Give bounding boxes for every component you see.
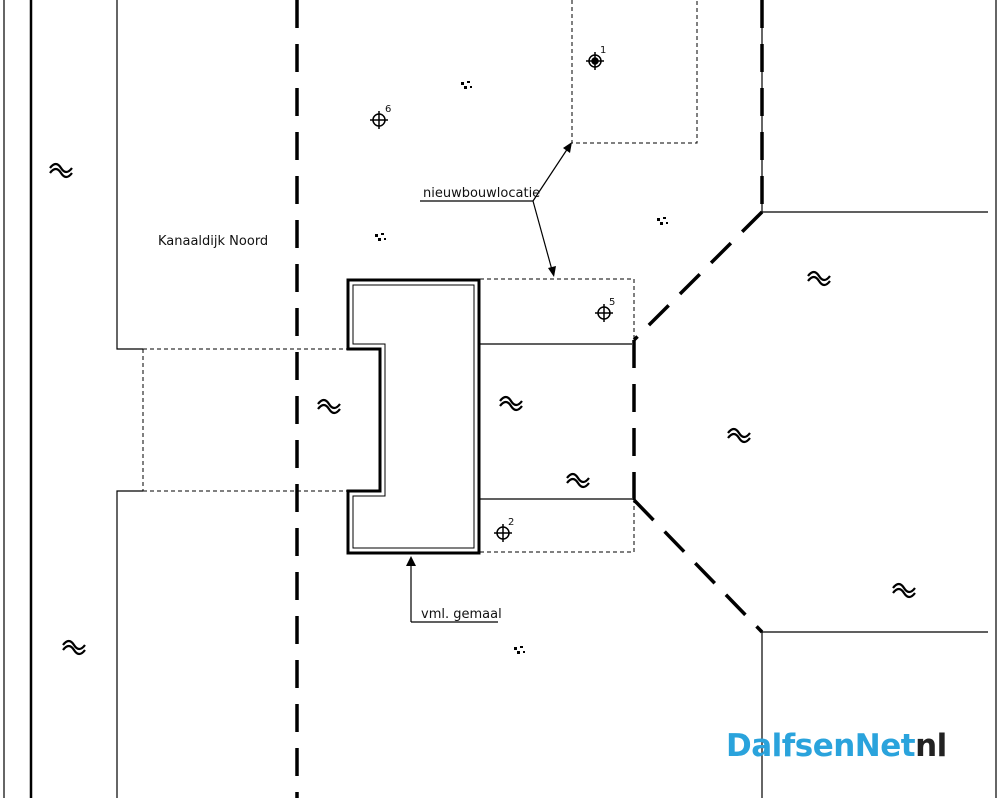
survey-point-5: 5 <box>595 297 615 322</box>
terrain-mark <box>657 217 668 225</box>
watermark-part2: nl <box>915 728 947 764</box>
watermark-part1: DalfsenNet <box>726 728 916 764</box>
water-symbol <box>62 644 86 656</box>
water-symbol <box>727 432 751 444</box>
watermark-logo: DalfsenNetnl <box>726 728 947 764</box>
water-symbol <box>892 582 916 594</box>
water-symbol <box>317 403 341 415</box>
water-symbol <box>317 398 341 410</box>
terrain-marks <box>375 81 668 654</box>
water-symbol <box>49 162 73 174</box>
water-symbol <box>49 167 73 179</box>
new-build-callout <box>420 142 572 277</box>
survey-point-label: 2 <box>508 517 514 528</box>
new-build-label: nieuwbouwlocatie <box>423 186 540 201</box>
survey-point-1: 1 <box>586 45 606 70</box>
water-symbol <box>892 587 916 599</box>
building-outline <box>346 278 481 555</box>
terrain-mark <box>514 646 525 654</box>
survey-point-6: 6 <box>370 104 391 129</box>
terrain-mark <box>375 233 386 241</box>
dashed-outlines <box>142 0 698 553</box>
water-symbol <box>566 472 590 484</box>
survey-point-label: 1 <box>600 45 606 56</box>
survey-point-2: 2 <box>494 517 514 542</box>
street-label: Kanaaldijk Noord <box>158 234 268 249</box>
water-symbols <box>49 162 916 656</box>
water-symbol <box>807 270 831 282</box>
water-symbol <box>499 400 523 412</box>
water-symbol <box>499 395 523 407</box>
water-symbol <box>807 275 831 287</box>
pumping-station-callout <box>406 556 498 623</box>
pumping-station-label: vml. gemaal <box>421 607 502 622</box>
terrain-mark <box>461 81 472 89</box>
survey-point-label: 6 <box>385 104 391 115</box>
water-symbol <box>566 477 590 489</box>
water-symbol <box>62 639 86 651</box>
survey-point-label: 5 <box>609 297 615 308</box>
water-symbol <box>727 427 751 439</box>
heavy-dashed-boundary <box>295 0 764 798</box>
